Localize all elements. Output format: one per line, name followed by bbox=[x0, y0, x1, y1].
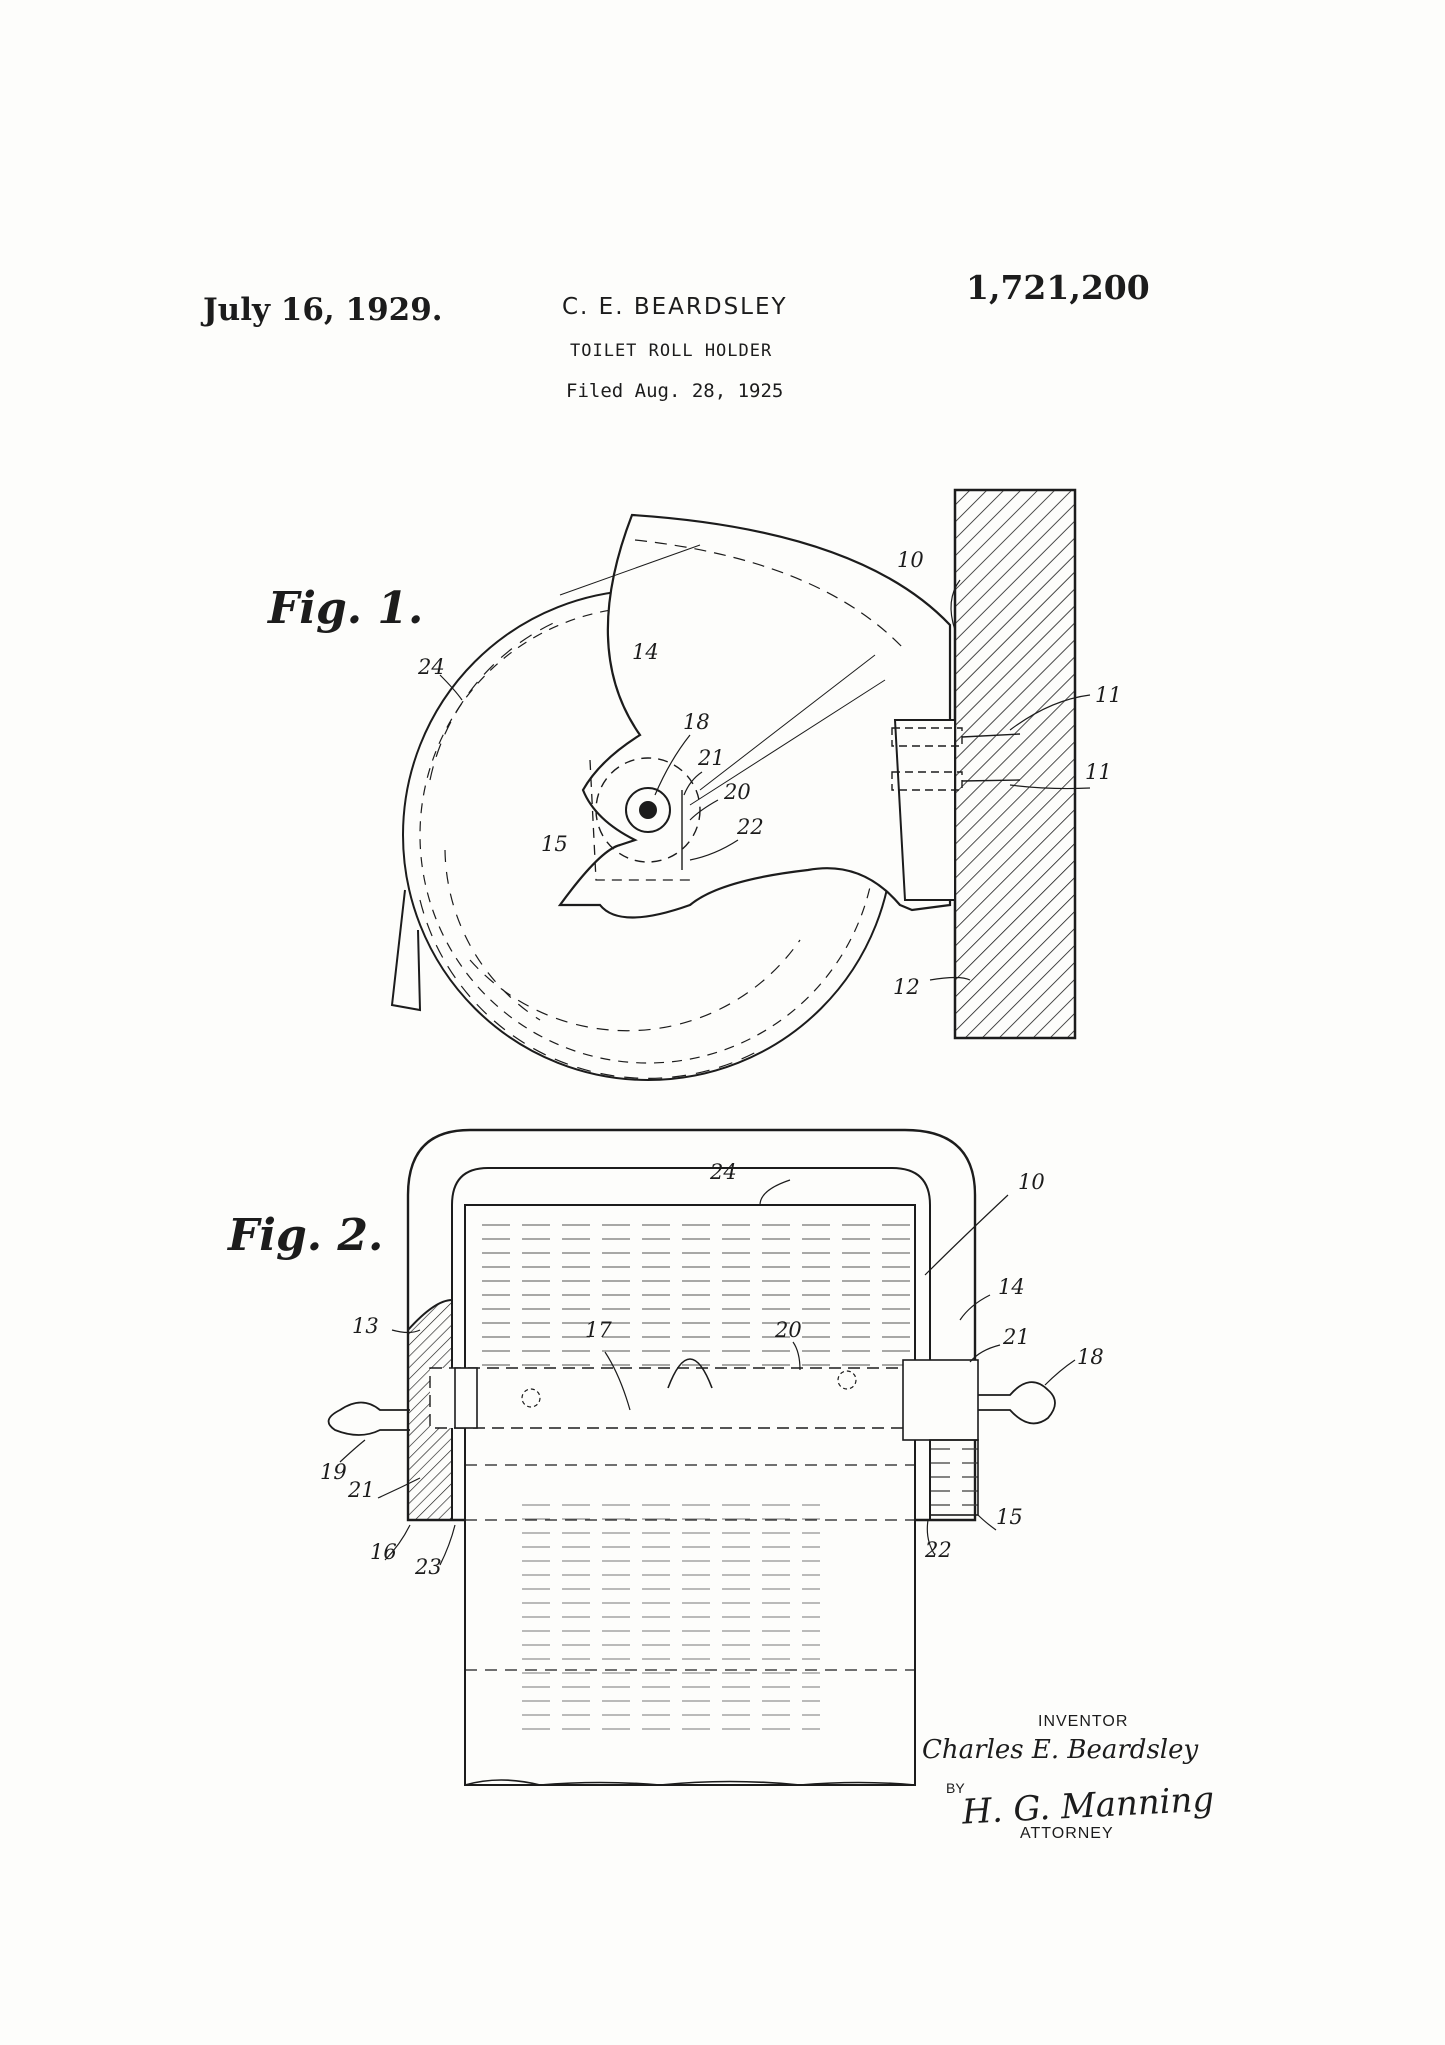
fig2-ref-24: 24 bbox=[710, 1160, 737, 1184]
fig1-ref-11-upper: 11 bbox=[1095, 683, 1122, 707]
fig1-ref-14: 14 bbox=[632, 640, 659, 664]
wall-section bbox=[953, 488, 1077, 1040]
figure-1-label: Fig. 1. bbox=[268, 583, 424, 634]
fig2-ref-17: 17 bbox=[585, 1318, 612, 1342]
patent-number: 1,721,200 bbox=[966, 268, 1150, 307]
figure-2-label: Fig. 2. bbox=[228, 1210, 384, 1261]
right-knob bbox=[978, 1381, 1056, 1425]
inventor-header: C. E. BEARDSLEY bbox=[562, 294, 788, 320]
fig1-ref-21: 21 bbox=[698, 746, 725, 770]
fig2-ref-18: 18 bbox=[1077, 1345, 1104, 1369]
fig2-ref-16: 16 bbox=[370, 1540, 397, 1564]
left-knob bbox=[327, 1401, 410, 1436]
fig2-ref-14: 14 bbox=[998, 1275, 1025, 1299]
fig2-ref-19: 19 bbox=[320, 1460, 347, 1484]
figure-1-drawing bbox=[390, 488, 1091, 1081]
fig1-ref-15: 15 bbox=[541, 832, 568, 856]
fig1-ref-20: 20 bbox=[724, 780, 751, 804]
inventor-label: INVENTOR bbox=[1038, 1713, 1129, 1730]
by-label: BY bbox=[946, 1780, 965, 1796]
fig2-ref-22: 22 bbox=[925, 1538, 952, 1562]
fig2-ref-20: 20 bbox=[775, 1318, 802, 1342]
inventor-signature: Charles E. Beardsley bbox=[922, 1735, 1199, 1765]
fig2-ref-21-right: 21 bbox=[1003, 1325, 1030, 1349]
figure-2-drawing bbox=[327, 1128, 1076, 1786]
fig1-ref-18: 18 bbox=[683, 710, 710, 734]
fig2-ref-21-left: 21 bbox=[348, 1478, 375, 1502]
fig2-ref-13: 13 bbox=[352, 1314, 379, 1338]
fig2-ref-15: 15 bbox=[996, 1505, 1023, 1529]
filed-date: Filed Aug. 28, 1925 bbox=[566, 380, 784, 402]
fig1-ref-10: 10 bbox=[897, 548, 924, 572]
fig1-ref-11-lower: 11 bbox=[1085, 760, 1112, 784]
patent-title: TOILET ROLL HOLDER bbox=[570, 341, 773, 361]
fig1-ref-12: 12 bbox=[893, 975, 920, 999]
fig1-ref-24: 24 bbox=[418, 655, 445, 679]
patent-date: July 16, 1929. bbox=[203, 292, 443, 328]
fig1-ref-22: 22 bbox=[737, 815, 764, 839]
attorney-label: ATTORNEY bbox=[1020, 1825, 1114, 1842]
bracket-arm bbox=[557, 513, 952, 919]
spindle bbox=[429, 1367, 951, 1429]
fig2-ref-23: 23 bbox=[415, 1555, 442, 1579]
fig2-ref-10: 10 bbox=[1018, 1170, 1045, 1194]
